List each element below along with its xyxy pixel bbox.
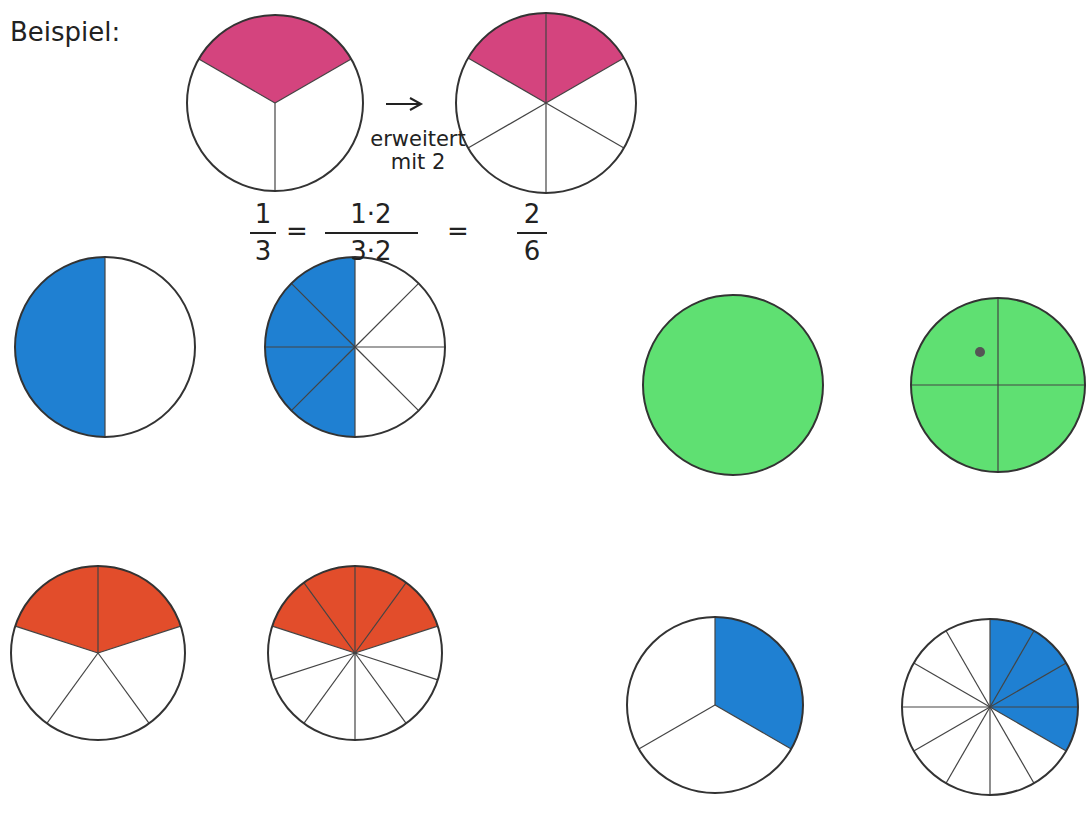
numerator: 1·2: [350, 200, 391, 229]
divider-line: [354, 257, 355, 347]
shaded-sector: [715, 617, 803, 749]
divider-line: [354, 653, 355, 740]
shaded-sector: [199, 15, 351, 103]
divider-line: [997, 298, 998, 385]
fraction-circle: [902, 619, 1078, 795]
shaded-sector: [272, 566, 437, 653]
divider-line: [546, 103, 624, 148]
divider-line: [355, 653, 406, 723]
fraction-circle: [15, 257, 195, 437]
divider-line: [355, 583, 406, 653]
divider-line: [104, 347, 105, 437]
divider-line: [989, 707, 990, 795]
fraction-bar: [250, 232, 276, 234]
fraction-circle: [187, 15, 363, 191]
divider-line: [355, 653, 438, 680]
divider-line: [468, 103, 546, 148]
shaded-sector: [990, 619, 1078, 751]
shaded-circle: [911, 298, 1085, 472]
divider-line: [304, 583, 355, 653]
divider-line: [911, 384, 998, 385]
shaded-sector: [15, 257, 105, 437]
equals-sign: =: [447, 217, 469, 246]
fraction-circle: [11, 566, 185, 740]
fraction-bar: [517, 232, 547, 234]
shaded-sector: [15, 566, 180, 653]
divider-line: [15, 626, 98, 653]
divider-line: [355, 347, 419, 411]
denominator: 3·2: [350, 237, 391, 266]
numerator: 2: [524, 200, 541, 229]
fraction-circle: [265, 257, 445, 437]
divider-line: [990, 631, 1034, 707]
divider-line: [989, 619, 990, 707]
divider-line: [304, 653, 355, 723]
shaded-sector: [468, 13, 624, 103]
divider-line: [914, 663, 990, 707]
divider-line: [990, 663, 1066, 707]
divider-line: [639, 705, 715, 749]
divider-line: [990, 707, 1066, 751]
fraction-circle: [627, 617, 803, 793]
fraction-bar: [325, 232, 418, 234]
denominator: 3: [255, 237, 272, 266]
divider-line: [291, 283, 355, 347]
pencil-dot: [975, 347, 985, 357]
divider-line: [990, 706, 1078, 707]
divider-line: [355, 626, 438, 653]
divider-line: [98, 626, 181, 653]
divider-line: [714, 617, 715, 705]
divider-line: [272, 653, 355, 680]
divider-line: [104, 257, 105, 347]
arrow-head: [410, 98, 421, 110]
fraction-circle: [643, 295, 823, 475]
divider-line: [998, 384, 1085, 385]
divider-line: [47, 653, 98, 723]
fraction-circle: [911, 298, 1085, 472]
divider-line: [946, 707, 990, 783]
divider-line: [946, 631, 990, 707]
divider-line: [715, 705, 791, 749]
divider-line: [545, 13, 546, 103]
divider-line: [275, 59, 351, 103]
equals-sign: =: [286, 217, 308, 246]
shaded-circle: [643, 295, 823, 475]
divider-line: [990, 707, 1034, 783]
divider-line: [545, 103, 546, 193]
fraction-circle: [456, 13, 636, 193]
divider-line: [274, 103, 275, 191]
divider-line: [272, 626, 355, 653]
divider-line: [468, 58, 546, 103]
divider-line: [997, 385, 998, 472]
shaded-sector: [265, 257, 355, 437]
divider-line: [354, 347, 355, 437]
denominator: 6: [524, 237, 541, 266]
divider-line: [355, 283, 419, 347]
divider-line: [98, 653, 149, 723]
divider-line: [354, 566, 355, 653]
heading: Beispiel:: [10, 18, 120, 47]
divider-line: [546, 58, 624, 103]
divider-line: [291, 347, 355, 411]
divider-line: [914, 707, 990, 751]
note: erweitert mit 2: [356, 128, 481, 174]
divider-line: [97, 566, 98, 653]
arrow-shaft: [386, 103, 420, 105]
divider-line: [902, 706, 990, 707]
divider-line: [355, 346, 445, 347]
divider-line: [199, 59, 275, 103]
fraction-circle: [268, 566, 442, 740]
numerator: 1: [255, 200, 272, 229]
divider-line: [265, 346, 355, 347]
